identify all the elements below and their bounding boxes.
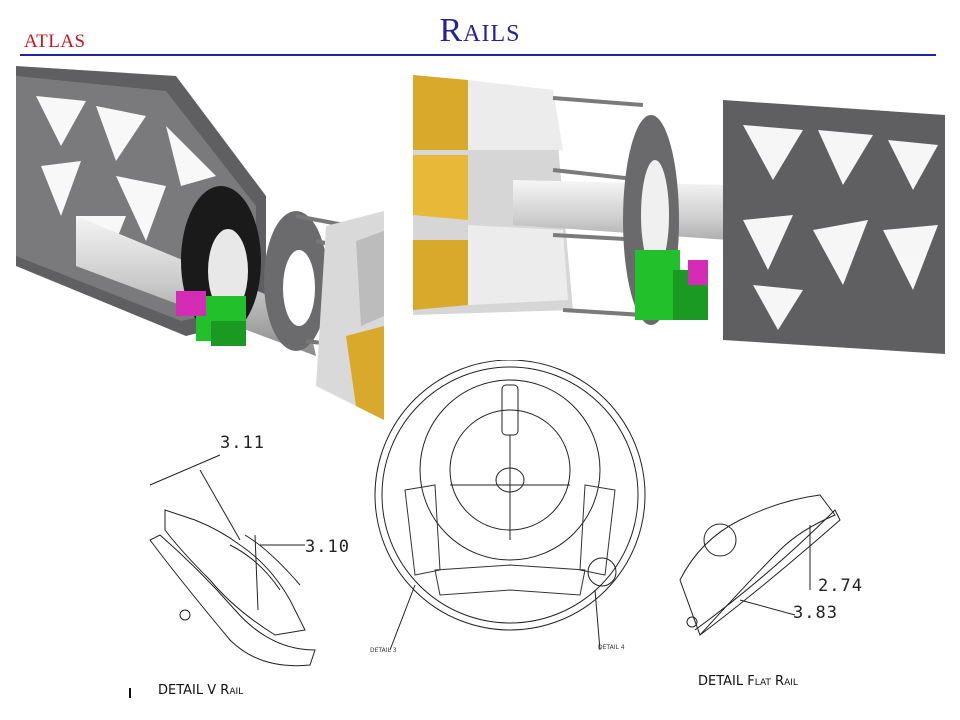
page-title: Rails [439,12,521,49]
title-rule [20,54,936,56]
dimension-3-10: 3.10 [305,537,350,557]
dimension-3-11: 3.11 [220,433,265,453]
front-view-drawing [374,360,646,651]
cad-image-right [413,70,945,354]
cad-image-left [16,66,384,420]
flat-rail-drawing [679,494,841,636]
flat-rail-label: DETAIL Flat Rail [698,674,798,689]
engineering-drawings [140,360,860,710]
slide-marker [129,688,131,698]
dimension-2-74: 2.74 [818,576,863,596]
dimension-3-83: 3.83 [793,603,838,623]
detail-3-label: DETAIL 3 [370,647,397,654]
detail-4-label: DETAIL 4 [598,644,625,651]
v-rail-drawing [149,454,316,667]
v-rail-label: DETAIL V Rail [158,683,244,698]
atlas-logo: ATLAS [24,31,86,52]
